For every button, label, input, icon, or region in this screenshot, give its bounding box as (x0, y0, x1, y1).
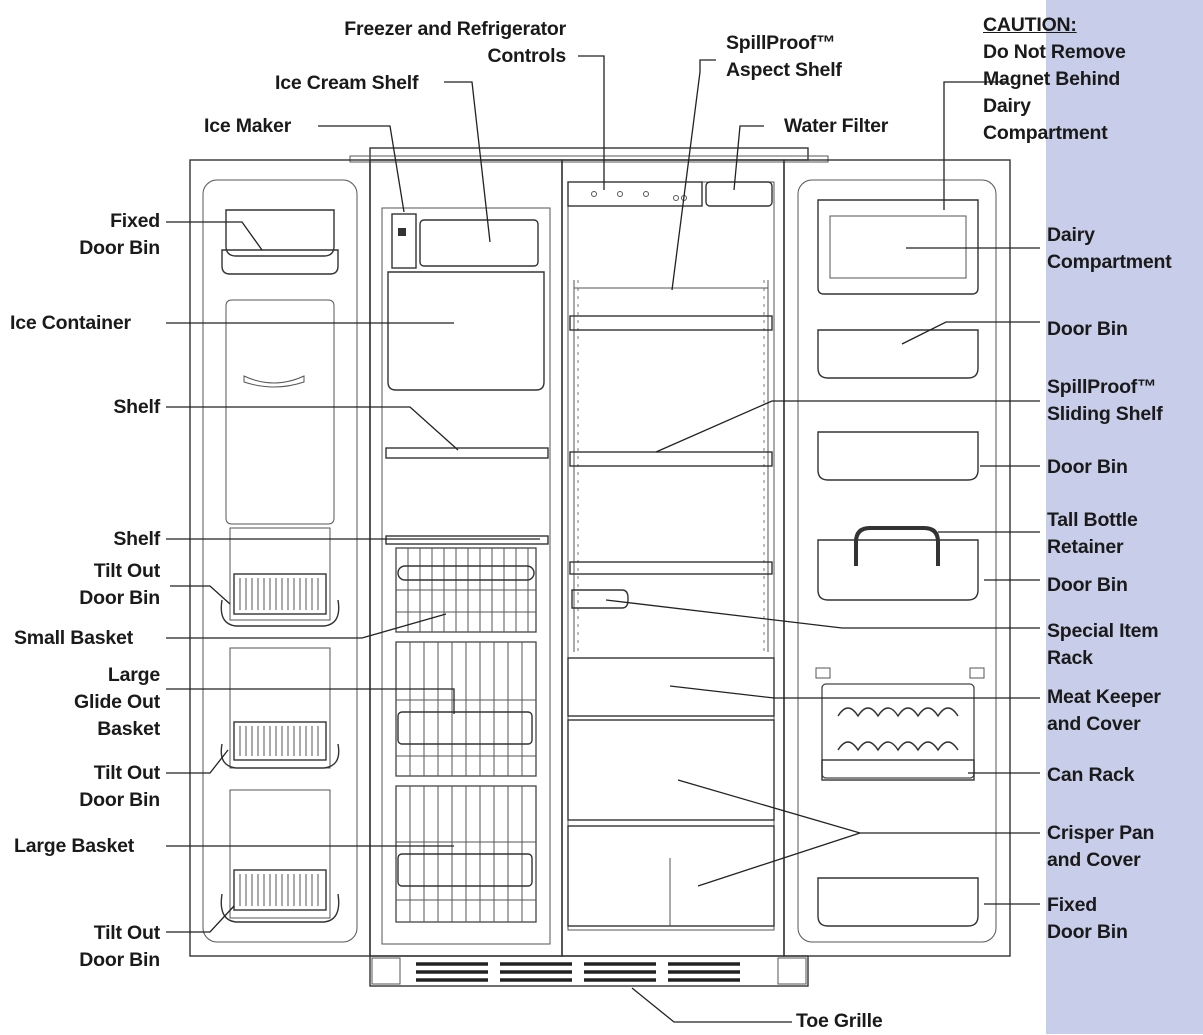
door-bin-3-shape (818, 540, 978, 600)
door-bin-1-shape (818, 330, 978, 378)
label-door-bin-1: Door Bin (1047, 316, 1128, 343)
fixed-door-bin-left-shape (226, 210, 334, 256)
dispenser-recess (226, 300, 334, 524)
aspect-shelf-shape (570, 316, 772, 330)
crisper-pan-upper (568, 720, 774, 820)
ice-container-shape (388, 272, 544, 390)
water-filter-shape (706, 182, 772, 206)
label-shelf-1: Shelf (10, 394, 160, 421)
tall-bottle-retainer-shape (856, 528, 938, 566)
freezer-shelf-2 (386, 536, 548, 544)
label-door-bin-2: Door Bin (1047, 454, 1128, 481)
large-basket-shape (396, 786, 536, 922)
freezer-shelf-1 (386, 448, 548, 458)
sliding-shelf-shape (570, 452, 772, 466)
door-bin-2-shape (818, 432, 978, 480)
label-shelf-2: Shelf (10, 526, 160, 553)
label-can-rack: Can Rack (1047, 762, 1134, 789)
label-large-basket: Large Basket (14, 833, 134, 860)
leader-lines (166, 56, 1040, 1022)
controls-panel (568, 182, 702, 206)
label-door-bin-3: Door Bin (1047, 572, 1128, 599)
label-toe-grille: Toe Grille (796, 1008, 883, 1035)
large-glide-out-basket-shape (396, 642, 536, 776)
label-small-basket: Small Basket (14, 625, 133, 652)
crisper-pan-lower (568, 826, 774, 926)
cabinet-top-trim (370, 148, 808, 160)
dairy-compartment-shape (818, 200, 978, 294)
label-water-filter: Water Filter (784, 113, 888, 140)
label-ice-cream-shelf: Ice Cream Shelf (275, 70, 418, 97)
ice-cream-shelf-shape (420, 220, 538, 266)
special-item-rack-shape (572, 590, 628, 608)
freezer-door (190, 160, 370, 956)
ice-maker-shape (392, 214, 416, 268)
small-basket-shape (396, 548, 536, 632)
label-ice-maker: Ice Maker (204, 113, 291, 140)
fixed-door-bin-right-shape (818, 878, 978, 926)
can-rack-shape (816, 668, 984, 780)
label-ice-container: Ice Container (10, 310, 131, 337)
meat-keeper-shape (568, 658, 774, 716)
